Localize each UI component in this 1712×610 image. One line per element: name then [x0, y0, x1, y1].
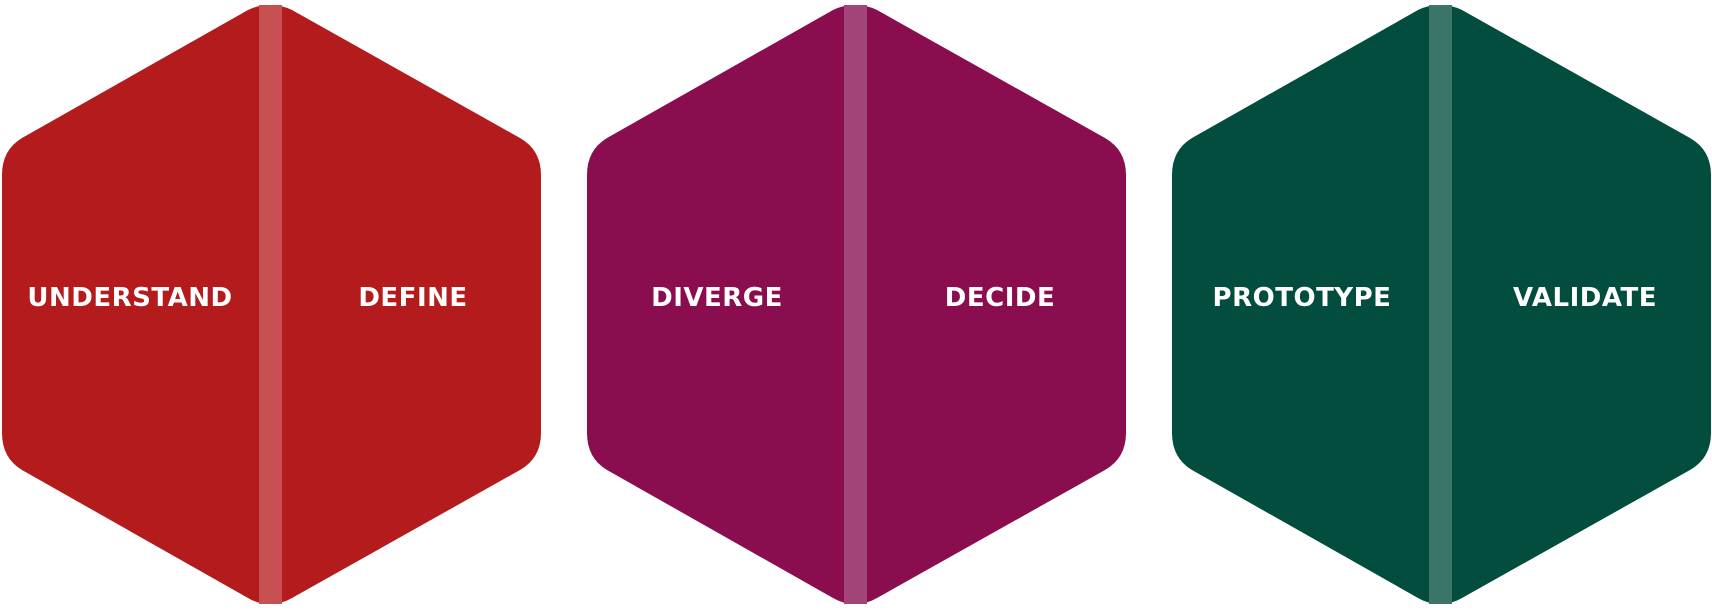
hexagon-divider	[844, 5, 867, 604]
hexagon-divider	[1429, 5, 1452, 604]
phase-label-understand: UNDERSTAND	[27, 283, 232, 313]
phase-label-diverge: DIVERGE	[651, 283, 783, 313]
phase-label-validate: VALIDATE	[1513, 283, 1657, 313]
hexagon-understand-define: UNDERSTAND DEFINE	[2, 5, 541, 604]
hexagon-prototype-validate: PROTOTYPE VALIDATE	[1172, 5, 1711, 604]
phase-label-prototype: PROTOTYPE	[1213, 283, 1392, 313]
phase-label-decide: DECIDE	[945, 283, 1055, 313]
hexagon-diverge-decide: DIVERGE DECIDE	[587, 5, 1126, 604]
hexagon-divider	[259, 5, 282, 604]
phase-label-define: DEFINE	[358, 283, 467, 313]
